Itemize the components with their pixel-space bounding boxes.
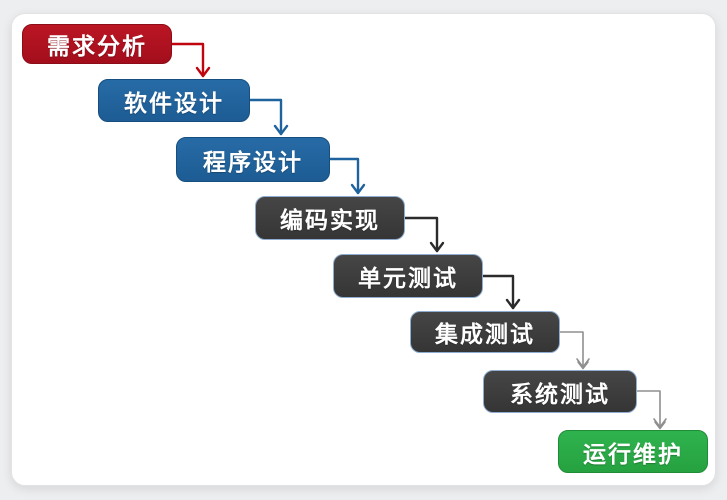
step-label: 软件设计 (124, 89, 224, 116)
step-label: 单元测试 (358, 265, 458, 291)
connector-program-design-to-coding (328, 157, 366, 195)
step-label: 需求分析 (47, 33, 147, 59)
connector-unit-testing-to-integration-testing (481, 274, 521, 310)
connector-requirements-to-software-design (170, 42, 211, 78)
step-operation-maintenance: 运行维护 (558, 430, 708, 473)
step-label: 系统测试 (510, 380, 610, 407)
step-requirements-analysis: 需求分析 (22, 24, 172, 64)
step-label: 编码实现 (280, 207, 380, 233)
step-system-testing: 系统测试 (483, 370, 637, 413)
step-program-design: 程序设计 (176, 137, 330, 182)
connector-software-design-to-program-design (248, 98, 289, 136)
step-coding-implementation: 编码实现 (255, 196, 405, 240)
connector-system-testing-to-maintenance (636, 390, 667, 430)
connector-coding-to-unit-testing (403, 216, 445, 253)
step-label: 集成测试 (435, 321, 535, 347)
step-label: 运行维护 (583, 440, 683, 467)
step-unit-testing: 单元测试 (333, 254, 483, 298)
connector-integration-testing-to-system-testing (559, 331, 590, 370)
step-integration-testing: 集成测试 (410, 311, 560, 353)
step-label: 程序设计 (203, 148, 303, 175)
step-software-design: 软件设计 (98, 79, 250, 122)
